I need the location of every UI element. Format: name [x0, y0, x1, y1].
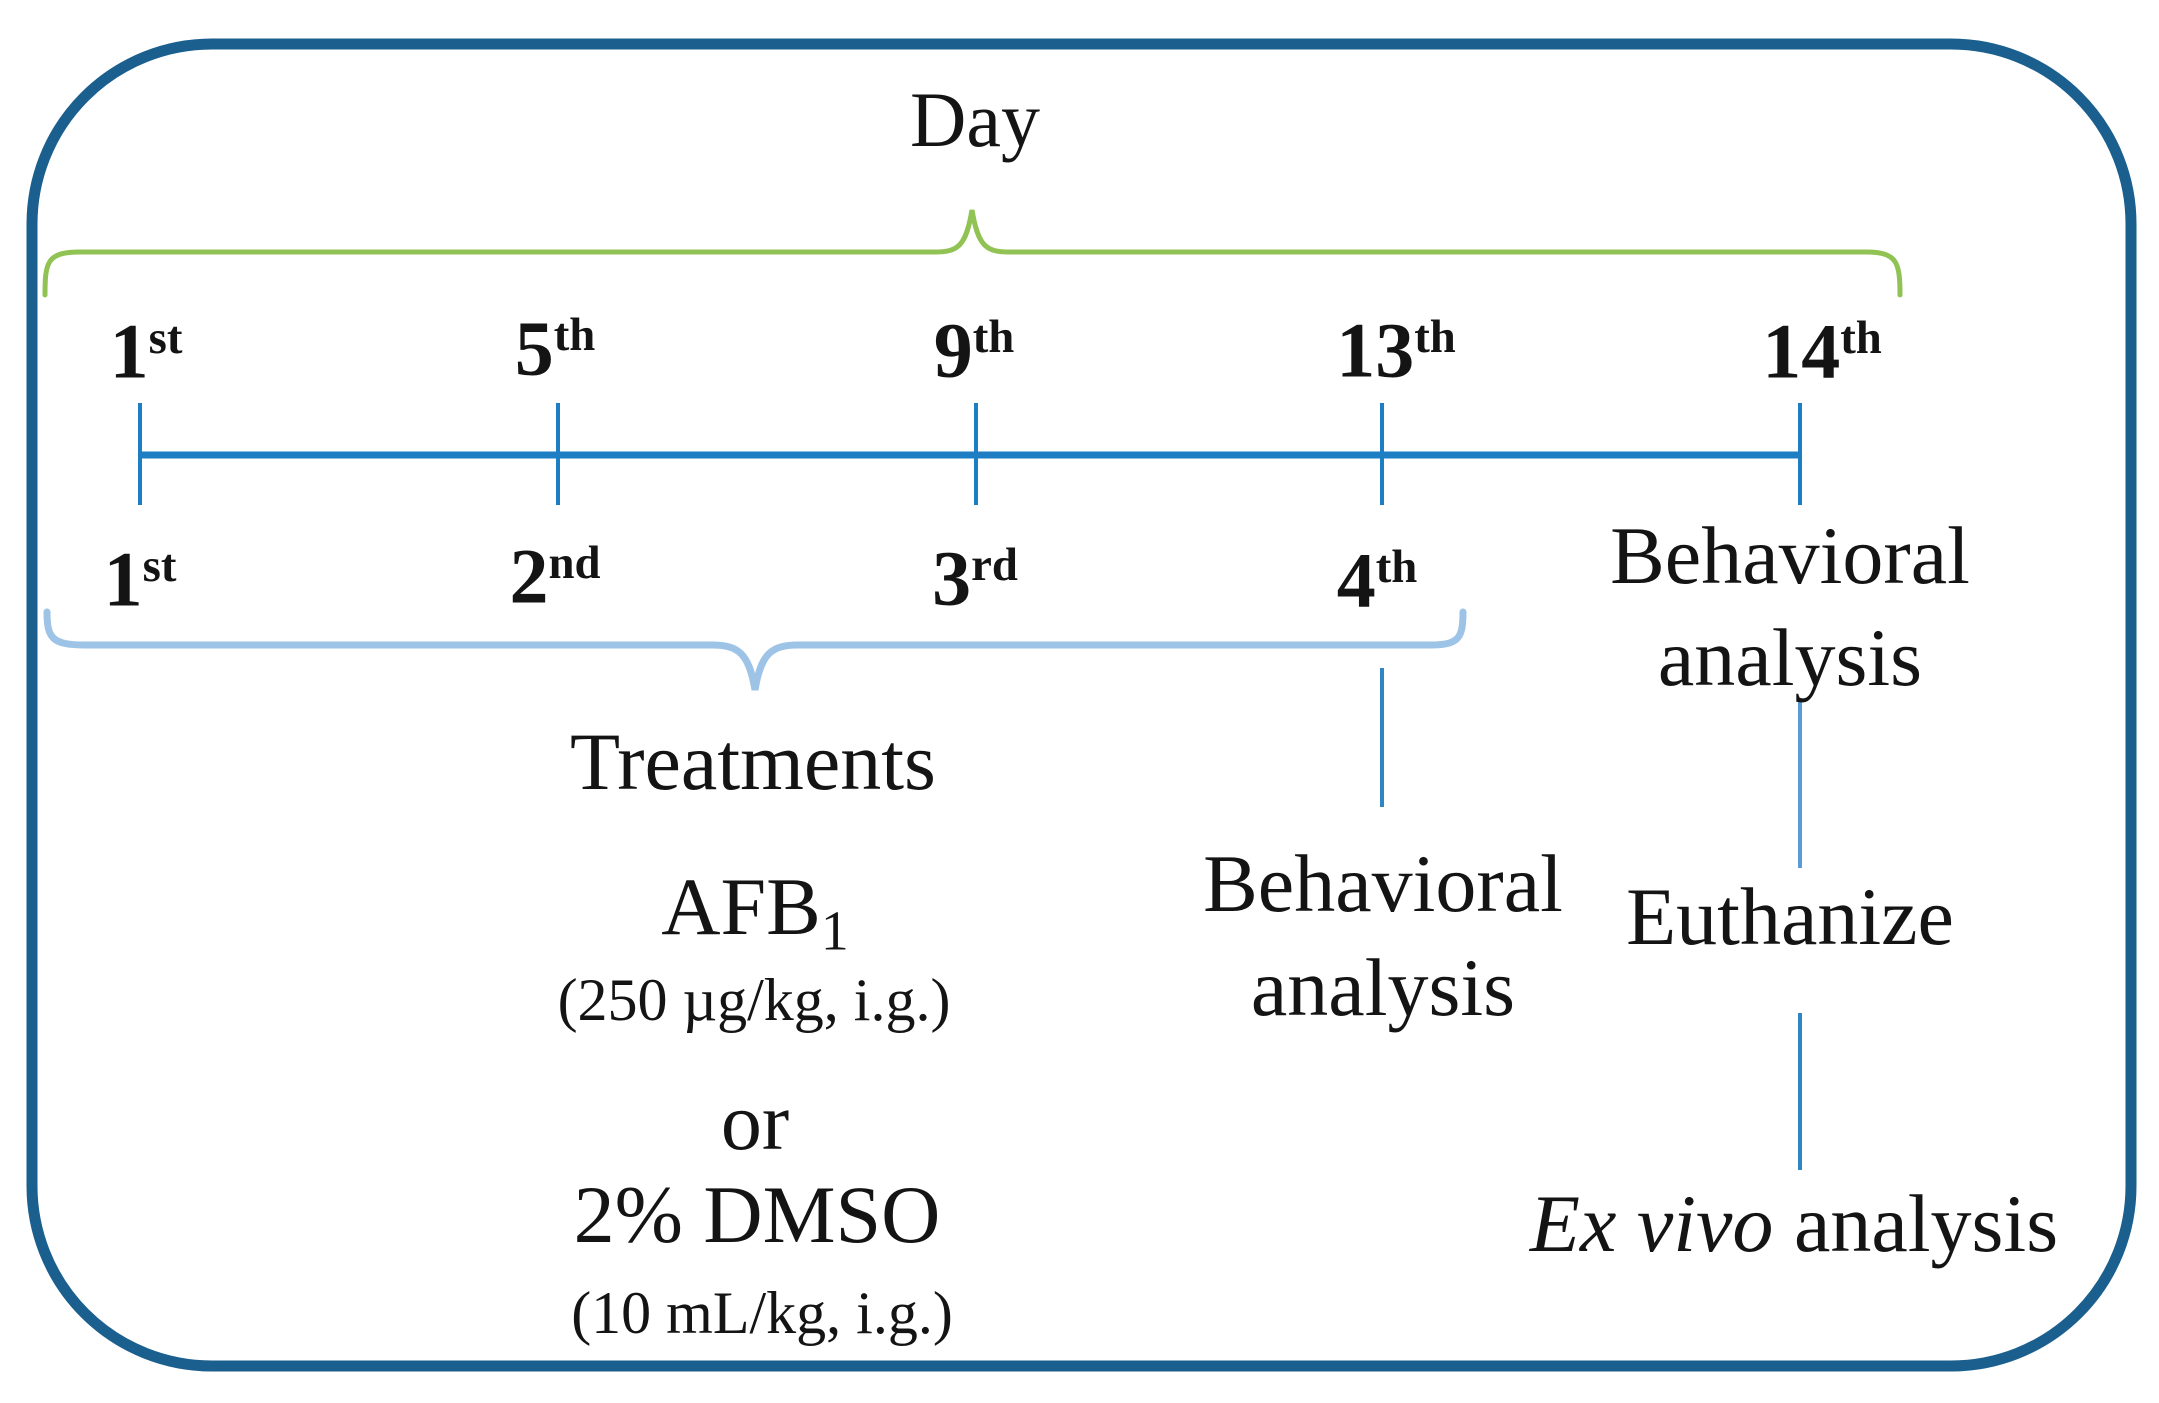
- dmso-dose-label: (10 mL/kg, i.g.): [571, 1280, 953, 1346]
- treatment-label-2nd: 2nd: [509, 524, 600, 615]
- ordinal-suffix: th: [1414, 311, 1456, 363]
- ex-vivo-italic: Ex vivo: [1529, 1178, 1774, 1269]
- ordinal-number: 4: [1336, 536, 1376, 624]
- behavioral-line1: Behavioral: [1610, 510, 1970, 601]
- ordinal-suffix: th: [1375, 541, 1418, 593]
- behavioral-line2: analysis: [1250, 942, 1516, 1033]
- day-label-13th: 13th: [1336, 298, 1456, 389]
- treatments-title: Treatments: [570, 716, 936, 807]
- ordinal-number: 5: [514, 304, 554, 392]
- drug-subscript: 1: [820, 900, 849, 963]
- day-label-5th: 5th: [515, 296, 596, 387]
- treatment-label-4th: 4th: [1337, 528, 1418, 619]
- ordinal-suffix: th: [1840, 312, 1882, 364]
- day-range-brace: [42, 209, 1903, 298]
- treatments-range-brace: [43, 608, 1467, 691]
- behavioral-analysis-day14-label: Behavioral analysis: [1610, 505, 1970, 709]
- ordinal-suffix: st: [148, 312, 183, 364]
- afb1-dose-label: (250 µg/kg, i.g.): [557, 967, 951, 1033]
- ordinal-number: 1: [109, 307, 149, 395]
- dmso-vehicle-label: 2% DMSO: [573, 1169, 941, 1260]
- behavioral-line2: analysis: [1657, 612, 1923, 703]
- day-label-9th: 9th: [934, 298, 1015, 389]
- behavioral-line1: Behavioral: [1203, 838, 1563, 929]
- day-label-1st: 1st: [110, 299, 183, 390]
- ordinal-suffix: nd: [548, 537, 601, 589]
- day-header: Day: [910, 76, 1040, 163]
- euthanize-label: Euthanize: [1626, 871, 1954, 962]
- ordinal-number: 2: [509, 532, 549, 620]
- ordinal-suffix: th: [553, 309, 596, 361]
- ex-vivo-analysis-label: Ex vivo analysis: [1530, 1183, 2058, 1265]
- ordinal-number: 1: [103, 535, 143, 623]
- day-label-14th: 14th: [1762, 299, 1882, 390]
- ordinal-number: 13: [1336, 306, 1415, 394]
- treatment-label-1st: 1st: [104, 527, 177, 618]
- ordinal-number: 14: [1762, 307, 1841, 395]
- drug-name: AFB: [661, 861, 821, 952]
- afb1-drug-label: AFB1: [661, 866, 848, 973]
- ordinal-number: 3: [932, 534, 972, 622]
- ordinal-suffix: rd: [971, 539, 1018, 591]
- behavioral-analysis-day13-label: Behavioral analysis: [1203, 832, 1563, 1040]
- ordinal-suffix: th: [972, 311, 1015, 363]
- treatment-label-3rd: 3rd: [932, 526, 1018, 617]
- ex-vivo-rest: analysis: [1773, 1178, 2059, 1269]
- ordinal-number: 9: [933, 306, 973, 394]
- frame-rounded-border: [26, 38, 2137, 1372]
- or-label: or: [720, 1076, 790, 1167]
- ordinal-suffix: st: [142, 540, 177, 592]
